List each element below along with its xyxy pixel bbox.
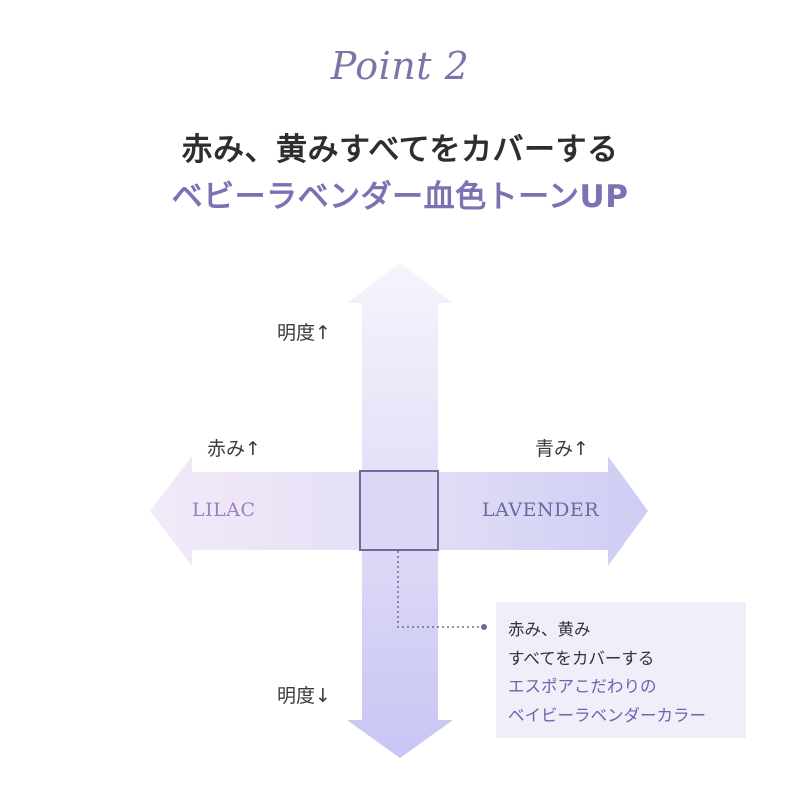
headline-line-1: 赤み、黄みすべてをカバーする bbox=[181, 132, 619, 168]
label-brightness-down: 明度↓ bbox=[277, 685, 331, 707]
label-blueness-up: 青み↑ bbox=[535, 438, 589, 460]
connector-dot bbox=[481, 624, 487, 630]
note-line-3: エスポアこだわりの bbox=[508, 677, 657, 696]
label-lavender: LAVENDER bbox=[482, 499, 600, 521]
center-marker-box bbox=[359, 470, 439, 551]
note-box: 赤み、黄み すべてをカバーする エスポアこだわりの ベイビーラベンダーカラー bbox=[496, 602, 746, 738]
label-redness-up: 赤み↑ bbox=[207, 438, 261, 460]
note-line-1: 赤み、黄み bbox=[508, 620, 591, 639]
note-line-4: ベイビーラベンダーカラー bbox=[508, 705, 706, 725]
point-title: Point 2 bbox=[330, 44, 470, 88]
connector-line bbox=[397, 551, 482, 628]
label-lilac: LILAC bbox=[192, 499, 256, 521]
note-line-2: すべてをカバーする bbox=[508, 648, 655, 668]
label-brightness-up: 明度↑ bbox=[277, 322, 331, 344]
headline-line-2: ベビーラベンダー血色トーンUP bbox=[171, 179, 629, 215]
